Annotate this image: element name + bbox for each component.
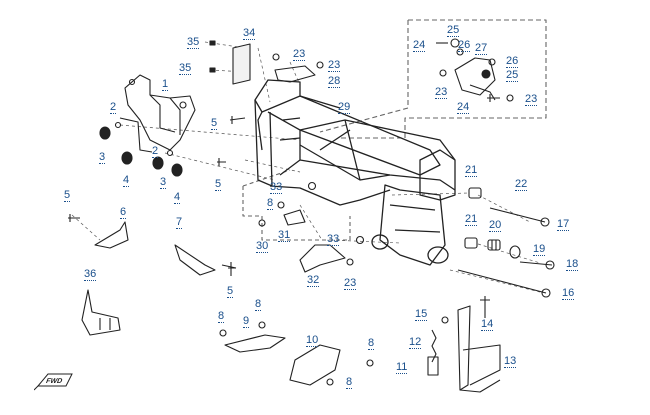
part-6: [94, 221, 129, 249]
callout-2[interactable]: 2: [152, 145, 159, 158]
callout-4[interactable]: 4: [123, 174, 130, 187]
callout-23[interactable]: 23: [525, 93, 538, 106]
part-9: [224, 334, 286, 353]
callout-21[interactable]: 21: [465, 213, 478, 226]
callout-14[interactable]: 14: [481, 318, 494, 331]
callout-35[interactable]: 35: [179, 62, 192, 75]
callout-7[interactable]: 7: [176, 216, 183, 229]
callout-28[interactable]: 28: [328, 75, 341, 88]
callout-24[interactable]: 24: [457, 101, 470, 114]
callout-5[interactable]: 5: [215, 178, 222, 191]
callout-12[interactable]: 12: [409, 336, 422, 349]
part-11: [427, 356, 439, 376]
callout-5[interactable]: 5: [64, 189, 71, 202]
callout-20[interactable]: 20: [489, 219, 502, 232]
side-stand: [441, 296, 501, 393]
part-31: [283, 209, 306, 226]
callout-30[interactable]: 30: [256, 240, 269, 253]
callout-8[interactable]: 8: [255, 298, 262, 311]
cover-plate-34: [232, 43, 251, 85]
leader-lines: [71, 41, 541, 293]
part-7: [174, 244, 216, 276]
small-parts-left: [99, 40, 246, 177]
callout-29[interactable]: 29: [338, 101, 351, 114]
callout-8[interactable]: 8: [368, 337, 375, 350]
callout-8[interactable]: 8: [218, 310, 225, 323]
callout-3[interactable]: 3: [160, 176, 167, 189]
callout-15[interactable]: 15: [415, 308, 428, 321]
callout-27[interactable]: 27: [475, 42, 488, 55]
part-36: [81, 289, 121, 336]
callout-36[interactable]: 36: [84, 268, 97, 281]
callout-5[interactable]: 5: [227, 285, 234, 298]
callout-26[interactable]: 26: [506, 55, 519, 68]
callout-3[interactable]: 3: [99, 151, 106, 164]
callout-17[interactable]: 17: [557, 218, 570, 231]
part-10: [289, 344, 341, 386]
callout-2[interactable]: 2: [110, 101, 117, 114]
callout-11[interactable]: 11: [396, 361, 408, 374]
pivot-parts: [457, 187, 555, 298]
callout-33[interactable]: 33: [270, 181, 283, 194]
callout-31[interactable]: 31: [278, 229, 291, 242]
callout-23[interactable]: 23: [435, 86, 448, 99]
callout-4[interactable]: 4: [174, 191, 181, 204]
callout-18[interactable]: 18: [566, 258, 579, 271]
callout-21[interactable]: 21: [465, 164, 478, 177]
callout-23[interactable]: 23: [293, 48, 306, 61]
callout-9[interactable]: 9: [243, 315, 250, 328]
callout-23[interactable]: 23: [328, 59, 341, 72]
callout-35[interactable]: 35: [187, 36, 200, 49]
part-32: [299, 244, 346, 273]
callout-22[interactable]: 22: [515, 178, 528, 191]
callout-24[interactable]: 24: [413, 39, 426, 52]
bracket-1: [119, 74, 196, 153]
inset-box: [319, 19, 547, 139]
callout-34[interactable]: 34: [243, 27, 256, 40]
callout-5[interactable]: 5: [211, 117, 218, 130]
callout-10[interactable]: 10: [306, 334, 319, 347]
callout-16[interactable]: 16: [562, 287, 575, 300]
callout-6[interactable]: 6: [120, 206, 127, 219]
callout-26[interactable]: 26: [458, 39, 471, 52]
bracket-28: [274, 65, 316, 83]
callout-1[interactable]: 1: [162, 78, 169, 91]
callout-19[interactable]: 19: [533, 243, 546, 256]
callout-32[interactable]: 32: [307, 274, 320, 287]
callout-33[interactable]: 33: [327, 233, 340, 246]
inset-parts: [436, 38, 514, 102]
callout-8[interactable]: 8: [346, 376, 353, 389]
callout-25[interactable]: 25: [447, 24, 460, 37]
callout-25[interactable]: 25: [506, 69, 519, 82]
callout-8[interactable]: 8: [267, 197, 274, 210]
callout-13[interactable]: 13: [504, 355, 517, 368]
callout-23[interactable]: 23: [344, 277, 357, 290]
main-frame: [254, 79, 456, 266]
forward-direction-arrow-icon: FWD: [34, 373, 73, 391]
fwd-label: FWD: [45, 376, 64, 385]
